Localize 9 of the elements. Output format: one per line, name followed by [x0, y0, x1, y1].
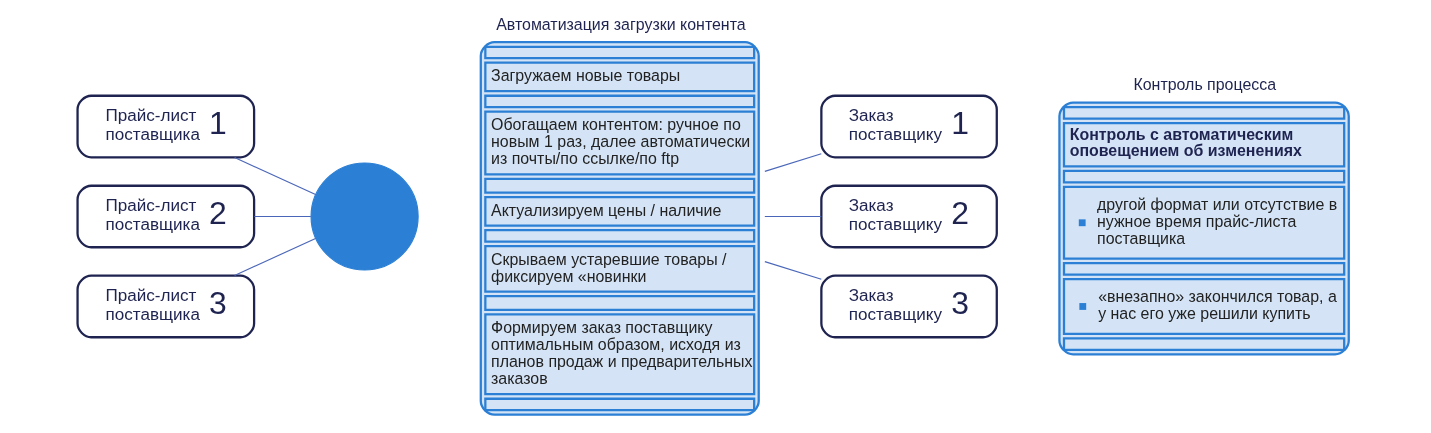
node-circle — [310, 162, 419, 271]
node-label: Автоматизация загрузки контента — [495, 15, 746, 33]
connector — [233, 156, 316, 196]
connector — [763, 215, 822, 218]
node-label: Контроль процесса — [1132, 76, 1276, 94]
connector — [763, 153, 822, 172]
connector — [253, 215, 311, 218]
connector — [763, 261, 822, 280]
connector — [233, 237, 316, 277]
